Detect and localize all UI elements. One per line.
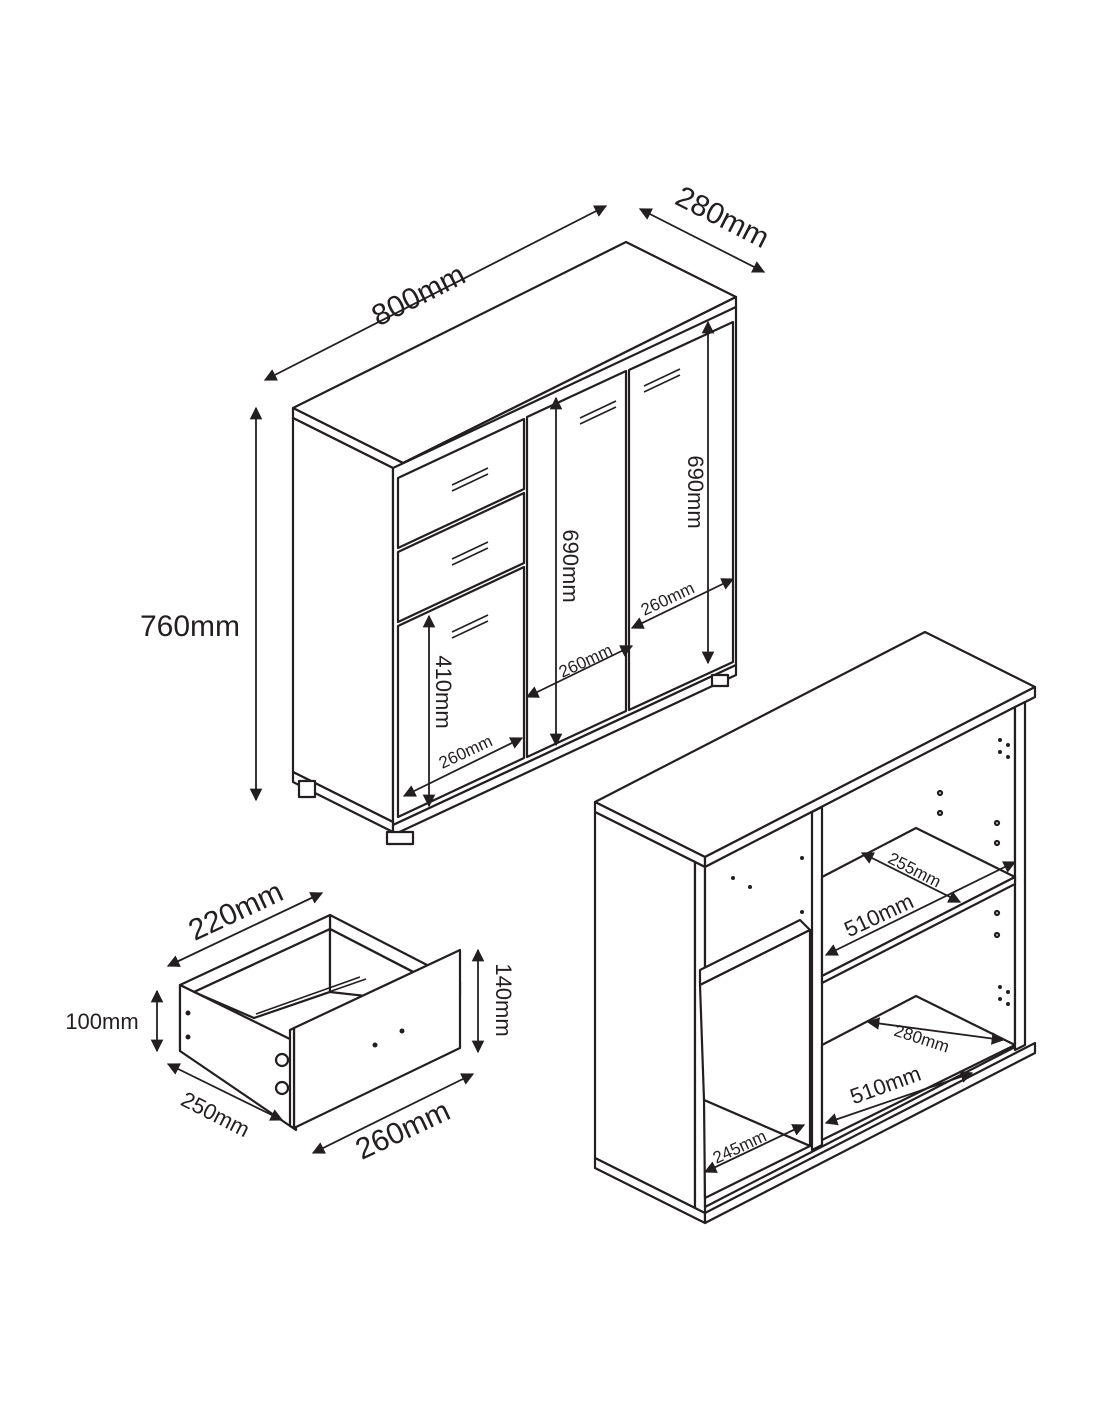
cabinet-height-label: 760mm [140, 610, 240, 643]
screw-hole-icon [185, 1010, 191, 1016]
handle-icon [451, 467, 489, 486]
door-right-height-label: 690mm [683, 455, 708, 528]
cabinet-left-side [291, 416, 395, 824]
handle-icon [643, 374, 681, 393]
peg-hole-icon [1006, 990, 1010, 994]
handle-icon [579, 400, 617, 419]
drawer-inner-height-label: 100mm [65, 1009, 138, 1034]
peg-hole-icon [800, 856, 804, 860]
handle-icon [451, 620, 489, 639]
peg-hole-icon [993, 839, 1001, 847]
peg-hole-icon [993, 909, 1001, 917]
handle-icon [579, 406, 617, 425]
peg-hole-icon [731, 876, 735, 880]
peg-hole-icon [998, 997, 1002, 1001]
interior-left-side [593, 810, 697, 1210]
dimension-line-shelf-width-top [824, 861, 1017, 956]
peg-hole-icon [1006, 1002, 1010, 1006]
dimension-line-left-compartment [703, 1124, 806, 1173]
drawer-view: 220mm 100mm 140mm 250mm 260mm [65, 875, 516, 1166]
peg-hole-icon [998, 738, 1002, 742]
dimension-line-shelf-depth-bottom [866, 1017, 1005, 1045]
screw-hole-icon [274, 1080, 290, 1096]
interior-view: 255mm 510mm 280mm 510mm 245mm [593, 630, 1037, 1225]
dimension-line-drawer-inner-width [166, 892, 324, 967]
drawer-front-width-label: 260mm [351, 1094, 456, 1166]
peg-hole-icon [748, 885, 752, 889]
screw-hole-icon [372, 1042, 378, 1048]
handle-icon [451, 473, 489, 492]
dimension-line-width [263, 205, 608, 381]
drawer-bottom-line [253, 978, 367, 1019]
cabinet-width-label: 800mm [367, 258, 471, 333]
drawer-front-height-label: 140mm [491, 963, 516, 1036]
peg-hole-icon [998, 985, 1002, 989]
peg-hole-icon [998, 750, 1002, 754]
screw-hole-icon [399, 1028, 405, 1034]
door-tall-right [627, 320, 735, 712]
peg-hole-icon [1006, 743, 1010, 747]
dimension-line-depth [638, 208, 766, 273]
peg-hole-icon [1006, 755, 1010, 759]
drawer-inner-width-label: 220mm [184, 875, 289, 947]
door-low-height-label: 410mm [431, 655, 456, 728]
handle-icon [451, 547, 489, 566]
peg-hole-icon [800, 910, 804, 914]
dimension-line-drawer-front-width [311, 1073, 475, 1154]
screw-hole-icon [185, 1034, 191, 1040]
dimension-line-inner-a [402, 737, 524, 797]
interior-right-edge [1013, 700, 1027, 1052]
door-middle-height-label: 690mm [558, 529, 583, 602]
cabinet-closed-view: 800mm 280mm 760mm 690mm 690mm 410mm 260m… [140, 180, 774, 846]
dimension-line-inner-c [630, 578, 735, 629]
dimension-line-shelf-width-bottom [824, 1070, 974, 1126]
handle-icon [451, 541, 489, 560]
peg-hole-icon [936, 789, 944, 797]
handle-icon [643, 368, 681, 387]
peg-hole-icon [936, 809, 944, 817]
interior-divider [810, 805, 824, 1152]
drawer-depth-label: 250mm [177, 1087, 254, 1143]
cabinet-foot [710, 673, 730, 688]
cabinet-foot [385, 830, 415, 846]
peg-hole-icon [993, 819, 1001, 827]
cabinet-depth-label: 280mm [670, 180, 774, 255]
drawer-front-2 [396, 491, 526, 624]
handle-icon [451, 614, 489, 633]
drawer-front-edge [288, 1026, 296, 1130]
interior-top-side-edge [703, 685, 1037, 869]
peg-hole-icon [993, 931, 1001, 939]
screw-hole-icon [274, 1052, 290, 1068]
dimension-line-inner-b [525, 645, 634, 698]
drawer-front-1 [396, 417, 526, 550]
dimension-line-drawer-depth [166, 1063, 284, 1121]
drawer-bottom-line [255, 976, 361, 1015]
cabinet-foot [297, 779, 317, 799]
